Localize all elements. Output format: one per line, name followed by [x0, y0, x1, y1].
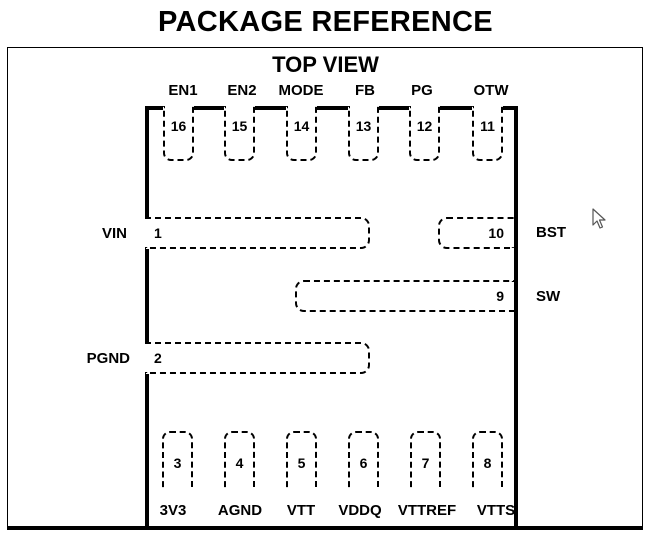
pin-pad-12: 12 [409, 106, 440, 161]
pin-number-6: 6 [359, 455, 368, 471]
pin-pad-9: 9 [295, 280, 514, 312]
pin-label-otw: OTW [473, 82, 509, 99]
pin-pad-2: 2 [145, 342, 370, 374]
pin-number-1: 1 [154, 225, 162, 241]
pin-number-10: 10 [488, 225, 504, 241]
pin-label-sw: SW [536, 288, 561, 305]
diagram-frame [7, 47, 643, 527]
pin-label-agnd: AGND [217, 502, 263, 519]
pin-pad-15: 15 [224, 106, 255, 161]
pin-number-3: 3 [173, 455, 182, 471]
pin-number-14: 14 [293, 118, 310, 134]
pin-number-4: 4 [235, 455, 244, 471]
pin-label-vin: VIN [101, 225, 127, 242]
pin-label-fb: FB [355, 82, 375, 99]
mouse-pointer-icon [592, 208, 606, 229]
pin-pad-6: 6 [348, 431, 379, 489]
pin-label-en2: EN2 [227, 82, 257, 99]
pin-pad-14: 14 [286, 106, 317, 161]
pin-label-3v3: 3V3 [159, 502, 187, 519]
bottom-divider [7, 527, 643, 530]
pin-pad-13: 13 [348, 106, 379, 161]
pin-label-bst: BST [536, 224, 566, 241]
view-title: TOP VIEW [272, 52, 379, 77]
pin-label-mode: MODE [278, 82, 324, 99]
pin-number-8: 8 [483, 455, 492, 471]
pin-label-pgnd: PGND [86, 350, 130, 367]
package-body [145, 106, 518, 527]
pin-number-13: 13 [355, 118, 372, 134]
pin-label-vddq: VDDQ [338, 502, 382, 519]
page-title: PACKAGE REFERENCE [158, 6, 493, 38]
pin-pad-7: 7 [410, 431, 441, 489]
pin-number-5: 5 [297, 455, 306, 471]
pin-pad-4: 4 [224, 431, 255, 489]
pin-label-en1: EN1 [168, 82, 198, 99]
pin-number-7: 7 [421, 455, 430, 471]
pin-pad-5: 5 [286, 431, 317, 489]
pin-number-11: 11 [480, 118, 495, 134]
pin-label-vtts: VTTS [476, 502, 516, 519]
pin-label-pg: PG [411, 82, 433, 99]
pin-number-16: 16 [170, 118, 187, 134]
pin-number-12: 12 [416, 118, 433, 134]
pin-number-2: 2 [154, 350, 162, 366]
pin-number-15: 15 [231, 118, 248, 134]
pin-pad-8: 8 [472, 431, 503, 489]
pin-label-vttref: VTTREF [397, 502, 457, 519]
pin-pad-10: 10 [438, 217, 514, 249]
pin-pad-3: 3 [162, 431, 193, 489]
pin-pad-11: 11 [472, 106, 503, 161]
pin-pad-16: 16 [163, 106, 194, 161]
pin-number-9: 9 [496, 288, 504, 304]
pin-pad-1: 1 [145, 217, 370, 249]
pin-label-vtt: VTT [286, 502, 316, 519]
